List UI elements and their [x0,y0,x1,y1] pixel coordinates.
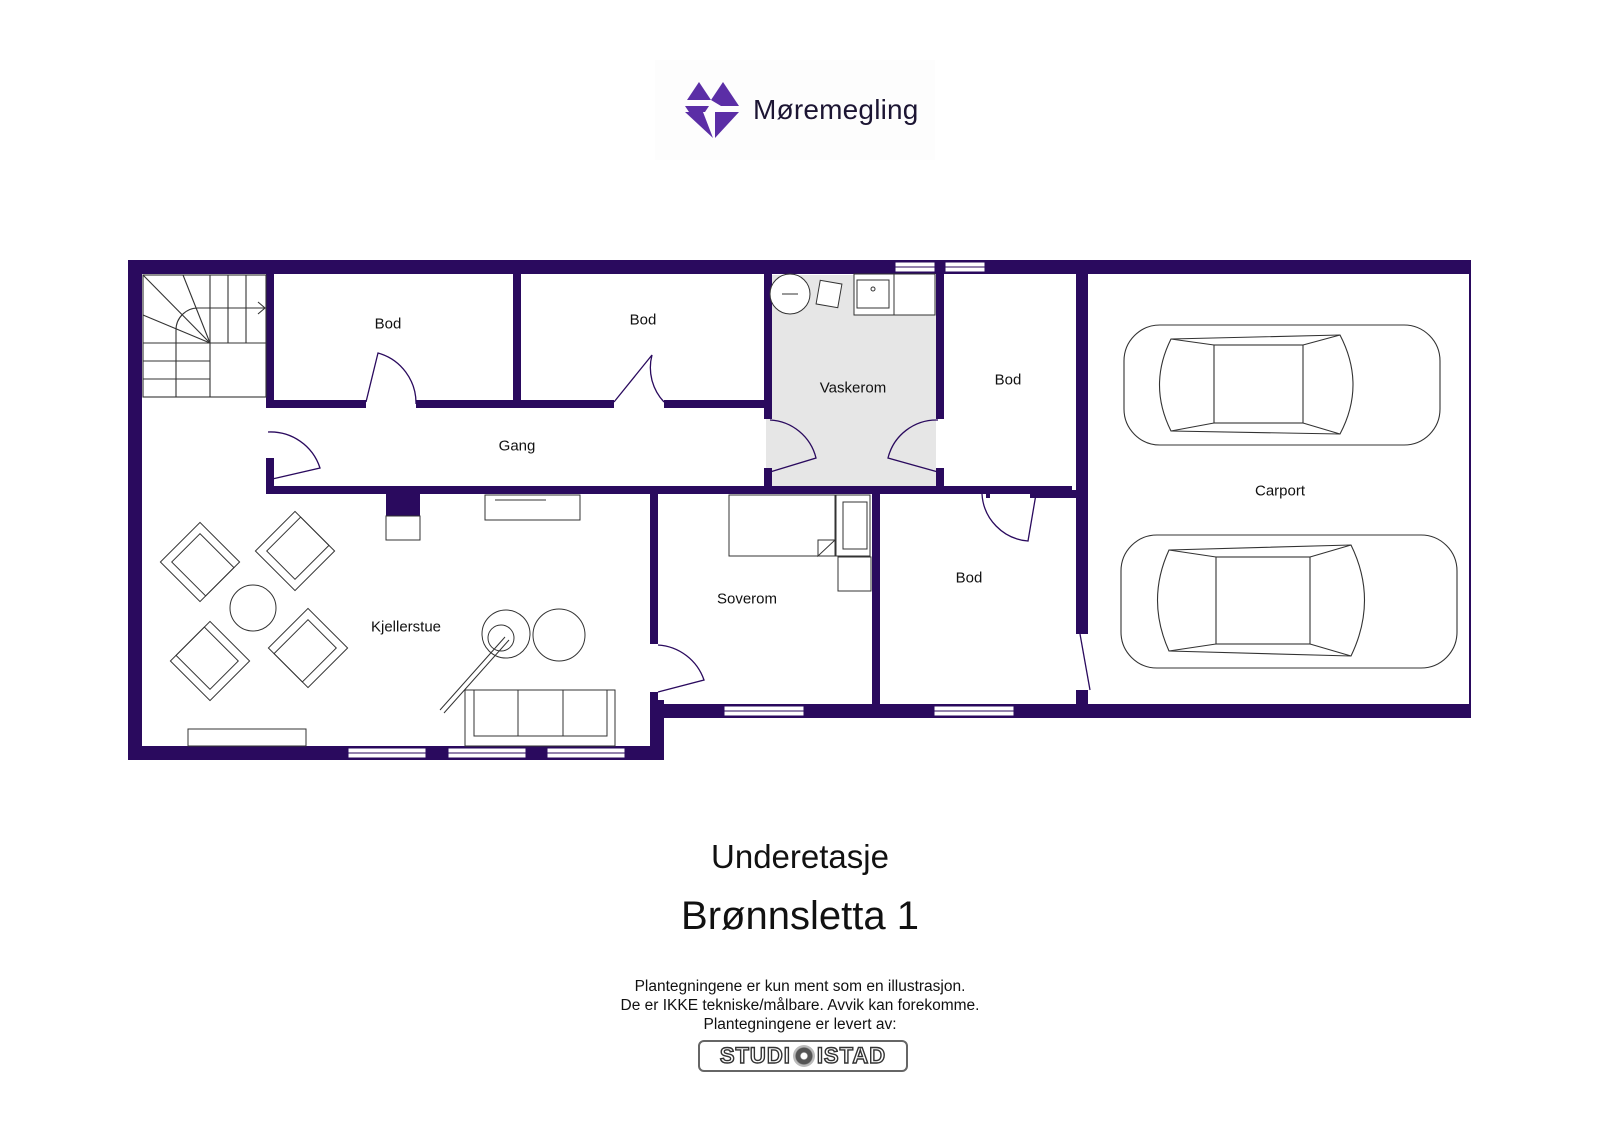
disclaimer-line-1: Plantegningene er kun ment som en illust… [634,978,966,995]
room-label-bod: Bod [374,315,402,333]
moremegling-diamond-icon [685,82,739,138]
moremegling-logo: Møremegling [655,60,935,160]
room-label-kjellerstue: Kjellerstue [370,618,442,636]
studio-logo-left: STUDI [719,1042,791,1068]
disclaimer-line-2: De er IKKE tekniske/målbare. Avvik kan f… [620,997,980,1014]
room-label-bod: Bod [955,569,983,587]
room-label-soverom: Soverom [716,590,778,608]
bedroom-furniture [728,494,872,592]
car-bottom [1120,534,1458,669]
laundry-fixtures [769,273,936,316]
property-address: Brønnsletta 1 [681,894,919,938]
room-label-gang: Gang [498,437,536,455]
car-top [1123,324,1441,446]
room-label-carport: Carport [1254,482,1306,500]
brand-name: Møremegling [753,94,919,125]
living-room-furniture [159,494,616,747]
doors [267,352,1091,693]
room-label-bod: Bod [629,311,657,329]
camera-lens-icon [792,1045,815,1067]
staircase [142,274,267,398]
studio-istad-logo: STUDI ISTAD [698,1040,908,1072]
cars [1120,324,1458,669]
floor-title: Underetasje [711,838,889,875]
disclaimer-line-3: Plantegningene er levert av: [703,1016,897,1033]
walls [128,260,1471,760]
room-label-bod: Bod [994,371,1022,389]
studio-logo-right: ISTAD [816,1042,887,1068]
room-label-vaskerom: Vaskerom [819,379,887,397]
window-mullions [348,266,1014,754]
